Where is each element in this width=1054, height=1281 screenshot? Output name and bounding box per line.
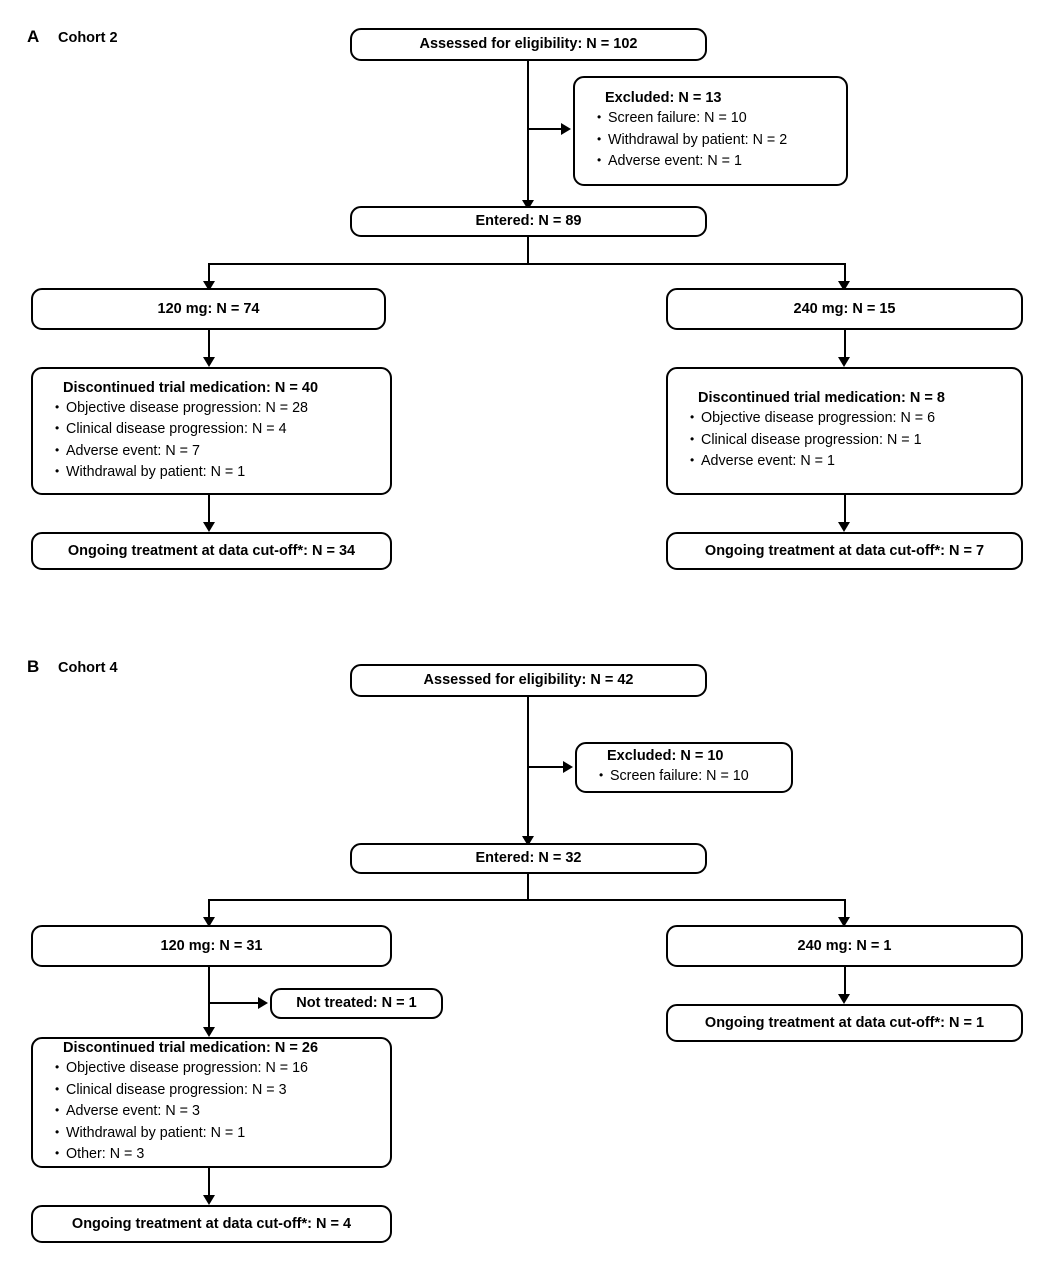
node-list-item: Objective disease progression: N = 28 xyxy=(55,398,308,419)
connector-split-right-b xyxy=(843,899,846,921)
node-list-item: Clinical disease progression: N = 4 xyxy=(55,419,287,440)
node-not-treated-b[interactable]: Not treated: N = 1 xyxy=(270,988,443,1019)
node-excluded-b[interactable]: Excluded: N = 10 Screen failure: N = 10 xyxy=(575,742,793,793)
node-title: Ongoing treatment at data cut-off*: N = … xyxy=(67,542,356,559)
panel-a-caption: Cohort 2 xyxy=(58,30,118,46)
connector-entered-down-b xyxy=(527,874,530,901)
node-title: Excluded: N = 10 xyxy=(607,748,724,765)
node-ongoing-120mg-b[interactable]: Ongoing treatment at data cut-off*: N = … xyxy=(31,1205,392,1243)
node-entered-a[interactable]: Entered: N = 89 xyxy=(350,206,707,237)
connector-disc-to-ongoing-left-b xyxy=(208,1168,211,1198)
connector-to-excluded-a xyxy=(528,128,561,131)
node-list-item: Adverse event: N = 1 xyxy=(690,451,835,472)
arrowhead-arm-left-b xyxy=(202,917,215,927)
connector-arm-to-disc-left-b xyxy=(208,967,211,1030)
node-title: 240 mg: N = 1 xyxy=(797,937,892,954)
connector-split-a xyxy=(208,263,846,266)
node-arm-120mg-b[interactable]: 120 mg: N = 31 xyxy=(31,925,392,967)
node-entered-b[interactable]: Entered: N = 32 xyxy=(350,843,707,874)
node-list-item: Objective disease progression: N = 6 xyxy=(690,408,935,429)
node-list-item: Adverse event: N = 7 xyxy=(55,441,200,462)
arrowhead-ongoing-left-a xyxy=(202,522,215,532)
node-list-item: Withdrawal by patient: N = 1 xyxy=(55,1123,245,1144)
node-list-item: Other: N = 3 xyxy=(55,1144,144,1165)
node-title: Ongoing treatment at data cut-off*: N = … xyxy=(704,542,985,559)
connector-disc-to-ongoing-left-a xyxy=(208,495,211,525)
node-ongoing-120mg-a[interactable]: Ongoing treatment at data cut-off*: N = … xyxy=(31,532,392,570)
node-ongoing-240mg-a[interactable]: Ongoing treatment at data cut-off*: N = … xyxy=(666,532,1023,570)
node-list-item: Clinical disease progression: N = 1 xyxy=(690,430,922,451)
node-ongoing-240mg-b[interactable]: Ongoing treatment at data cut-off*: N = … xyxy=(666,1004,1023,1042)
arrowhead-excluded-b xyxy=(563,760,573,773)
panel-b-letter: B xyxy=(27,657,40,676)
node-discontinued-120mg-a[interactable]: Discontinued trial medication: N = 40 Ob… xyxy=(31,367,392,495)
node-title: Discontinued trial medication: N = 40 xyxy=(63,379,319,396)
arrowhead-arm-right-a xyxy=(838,281,851,291)
node-excluded-a[interactable]: Excluded: N = 13 Screen failure: N = 10 … xyxy=(573,76,848,186)
connector-assessed-to-entered-a xyxy=(527,61,530,204)
node-title: Ongoing treatment at data cut-off*: N = … xyxy=(704,1014,985,1031)
arrowhead-disc-right-a xyxy=(838,357,851,367)
node-title: 120 mg: N = 74 xyxy=(157,300,260,317)
node-list-item: Clinical disease progression: N = 3 xyxy=(55,1080,287,1101)
node-title: Entered: N = 32 xyxy=(475,850,582,867)
node-list-item: Adverse event: N = 3 xyxy=(55,1101,200,1122)
node-list-item: Screen failure: N = 10 xyxy=(597,108,747,129)
arrowhead-entered-b xyxy=(521,836,534,846)
arrowhead-ongoing-left-b xyxy=(202,1195,215,1205)
node-title: Ongoing treatment at data cut-off*: N = … xyxy=(71,1215,352,1232)
arrowhead-disc-left-b xyxy=(202,1027,215,1037)
connector-to-not-treated-b xyxy=(209,1002,258,1005)
connector-split-left-a xyxy=(208,263,211,285)
node-arm-240mg-b[interactable]: 240 mg: N = 1 xyxy=(666,925,1023,967)
node-list-item: Adverse event: N = 1 xyxy=(597,151,742,172)
arrowhead-entered-a xyxy=(521,200,534,210)
arrowhead-arm-right-b xyxy=(838,917,851,927)
node-title: Discontinued trial medication: N = 26 xyxy=(63,1040,319,1057)
node-assessed-a[interactable]: Assessed for eligibility: N = 102 xyxy=(350,28,707,61)
arrowhead-ongoing-right-a xyxy=(838,522,851,532)
connector-entered-down-a xyxy=(527,237,530,265)
connector-split-b xyxy=(208,899,846,902)
panel-a-letter: A xyxy=(27,27,40,46)
node-arm-240mg-a[interactable]: 240 mg: N = 15 xyxy=(666,288,1023,330)
node-discontinued-120mg-b[interactable]: Discontinued trial medication: N = 26 Ob… xyxy=(31,1037,392,1168)
connector-split-right-a xyxy=(843,263,846,285)
panel-b-caption: Cohort 4 xyxy=(58,660,118,676)
node-list-item: Withdrawal by patient: N = 2 xyxy=(597,130,787,151)
connector-disc-to-ongoing-right-a xyxy=(843,495,846,525)
node-title: 240 mg: N = 15 xyxy=(793,300,896,317)
connector-assessed-to-entered-b xyxy=(527,697,530,840)
node-arm-120mg-a[interactable]: 120 mg: N = 74 xyxy=(31,288,386,330)
node-title: 120 mg: N = 31 xyxy=(160,937,263,954)
arrowhead-disc-left-a xyxy=(202,357,215,367)
node-list-item: Screen failure: N = 10 xyxy=(599,766,749,787)
connector-to-excluded-b xyxy=(528,766,563,769)
node-list-item: Withdrawal by patient: N = 1 xyxy=(55,462,245,483)
node-assessed-b[interactable]: Assessed for eligibility: N = 42 xyxy=(350,664,707,697)
node-title: Assessed for eligibility: N = 102 xyxy=(419,36,638,53)
connector-arm-to-disc-right-a xyxy=(843,330,846,360)
node-title: Not treated: N = 1 xyxy=(296,995,417,1012)
node-title: Excluded: N = 13 xyxy=(605,90,722,107)
node-title: Discontinued trial medication: N = 8 xyxy=(698,390,945,407)
arrowhead-ongoing-right-b xyxy=(838,994,851,1004)
arrowhead-not-treated-b xyxy=(258,996,268,1009)
node-list-item: Objective disease progression: N = 16 xyxy=(55,1058,308,1079)
node-title: Assessed for eligibility: N = 42 xyxy=(423,672,634,689)
arrowhead-arm-left-a xyxy=(202,281,215,291)
connector-split-left-b xyxy=(208,899,211,921)
node-discontinued-240mg-a[interactable]: Discontinued trial medication: N = 8 Obj… xyxy=(666,367,1023,495)
connector-arm-to-ongoing-right-b xyxy=(843,967,846,997)
arrowhead-excluded-a xyxy=(561,122,571,135)
node-title: Entered: N = 89 xyxy=(475,213,582,230)
connector-arm-to-disc-left-a xyxy=(208,330,211,360)
